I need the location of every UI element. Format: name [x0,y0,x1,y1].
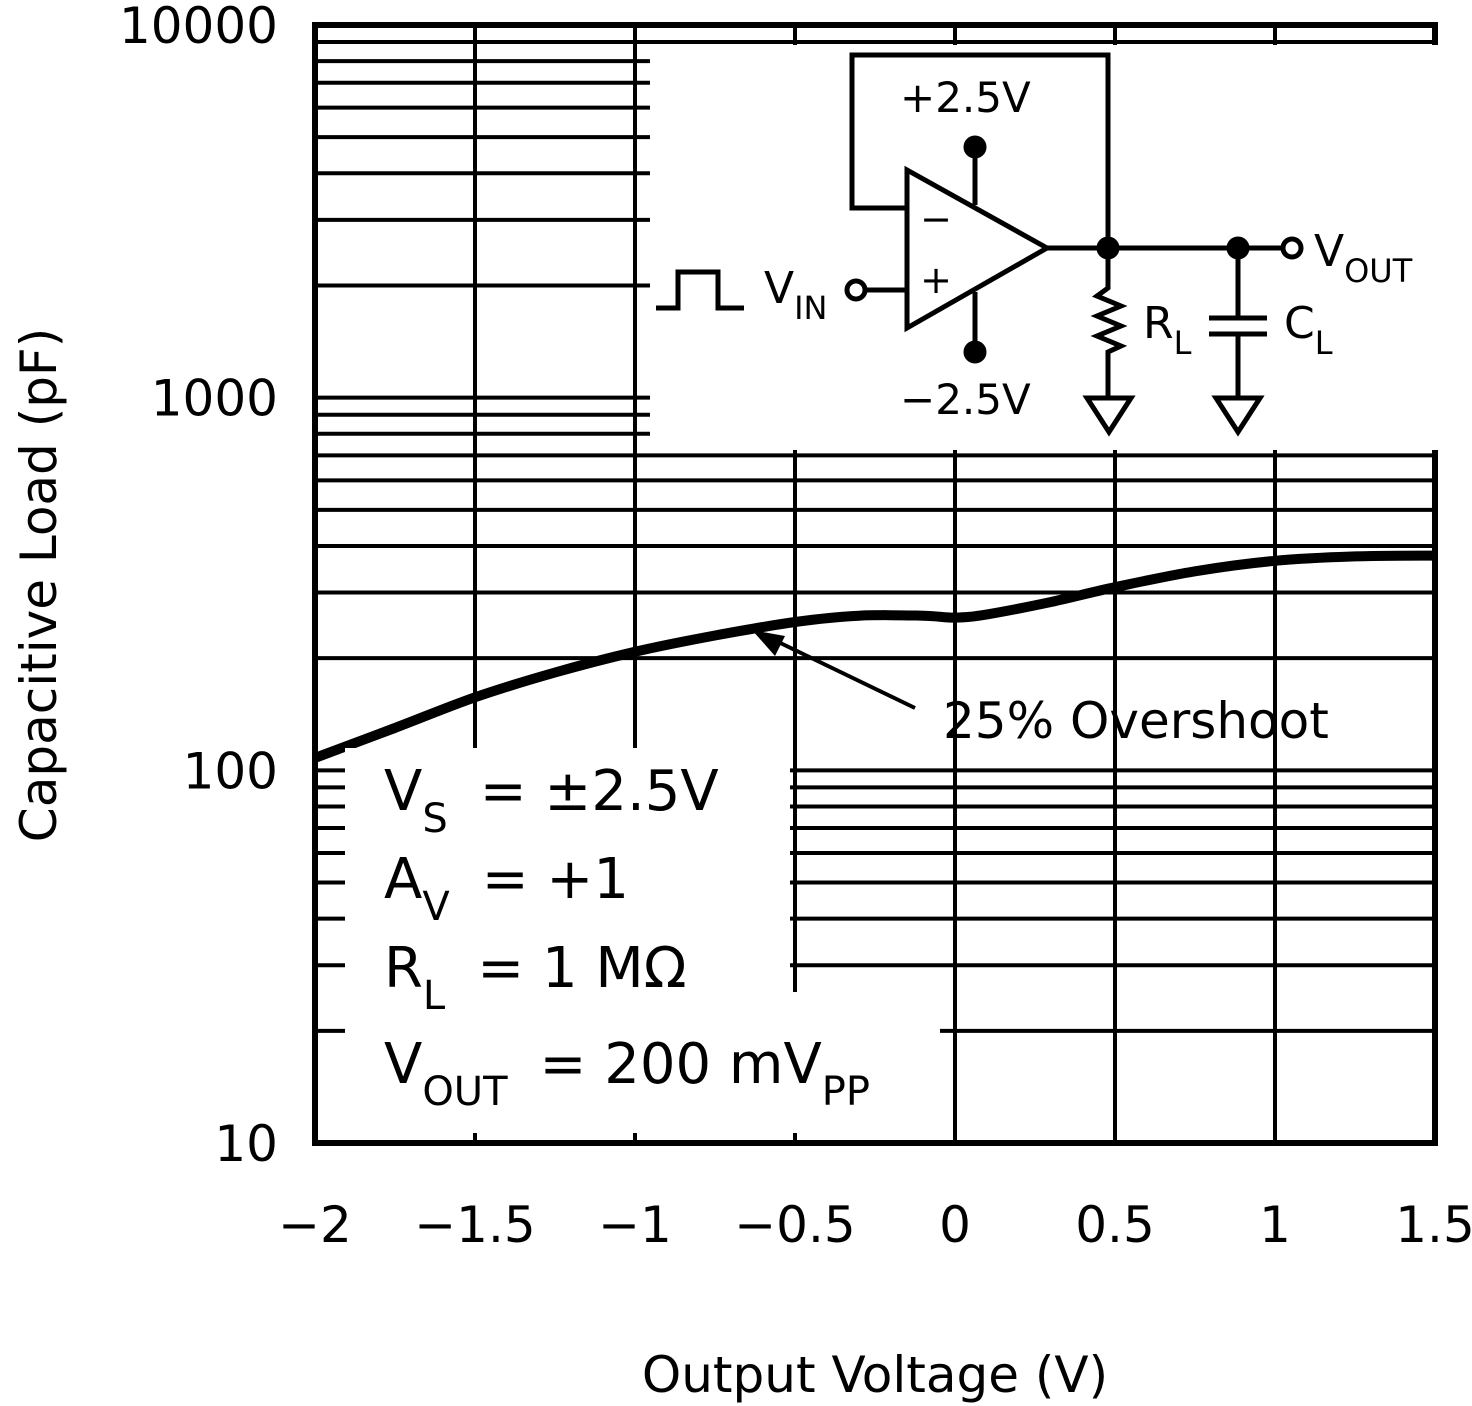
x-tick-label: 0 [939,1196,971,1254]
condition-line: AV= +1 [384,847,629,930]
annotation-arrow-shaft [769,636,916,710]
circuit-labels: − + +2.5V −2.5V VIN VOUT RL CL [764,73,1413,424]
vin-label: VIN [764,263,827,327]
capacitor-ground-icon [1211,395,1265,437]
condition-line: VS= ±2.5V [384,759,719,842]
condition-line: VOUT= 200 mVPP [384,1032,870,1115]
conditions-background-extension [790,992,940,1133]
output-terminal [1280,236,1304,260]
resistor-ground-icon [1082,395,1136,437]
condition-line: RL= 1 MΩ [384,936,686,1019]
y-tick-label: 10 [214,1115,278,1173]
x-tick-label: −1.5 [414,1196,535,1254]
feedback-wire [849,52,1111,248]
rl-label: RL [1143,298,1192,362]
feedback-junction [1096,236,1120,260]
plot-frame [312,22,1438,1146]
y-tick-label: 1000 [151,370,278,428]
y-tick-label: 10000 [119,0,278,55]
y-tick-labels: 10 100 1000 10000 [119,0,278,1173]
x-tick-label: −1 [598,1196,672,1254]
op-amp-symbol [904,165,1053,333]
test-circuit [650,45,1440,450]
conditions-background [345,748,790,1133]
overshoot-annotation: 25% Overshoot [752,630,1329,750]
positive-supply-label: +2.5V [900,73,1031,122]
cl-label: CL [1284,298,1333,362]
minus-input-sign: − [920,197,952,241]
input-pulse-icon [656,269,744,311]
negative-supply-node [963,340,987,364]
plot-frame-layer [312,22,1438,1146]
y-axis-title: Capacitive Load (pF) [10,328,68,842]
vout-label: VOUT [1314,226,1413,290]
capacitor-junction [1226,236,1250,260]
positive-supply-node [963,135,987,159]
x-tick-label: 0.5 [1075,1196,1155,1254]
x-tick-label: −0.5 [734,1196,855,1254]
x-tick-labels: −2 −1.5 −1 −0.5 0 0.5 1 1.5 [278,1196,1472,1254]
annotation-arrowhead [752,630,785,656]
annotation-label: 25% Overshoot [943,692,1329,750]
x-tick-label: 1 [1259,1196,1291,1254]
series-layer [313,550,1436,763]
y-tick-label: 100 [183,742,278,800]
input-terminal [844,278,868,302]
x-tick-label: 1.5 [1395,1196,1472,1254]
series-line [313,550,1436,763]
x-axis-title: Output Voltage (V) [642,1346,1108,1404]
plus-input-sign: + [920,258,952,302]
negative-supply-label: −2.5V [900,375,1031,424]
x-tick-label: −2 [278,1196,352,1254]
load-resistor-symbol [1090,248,1128,398]
